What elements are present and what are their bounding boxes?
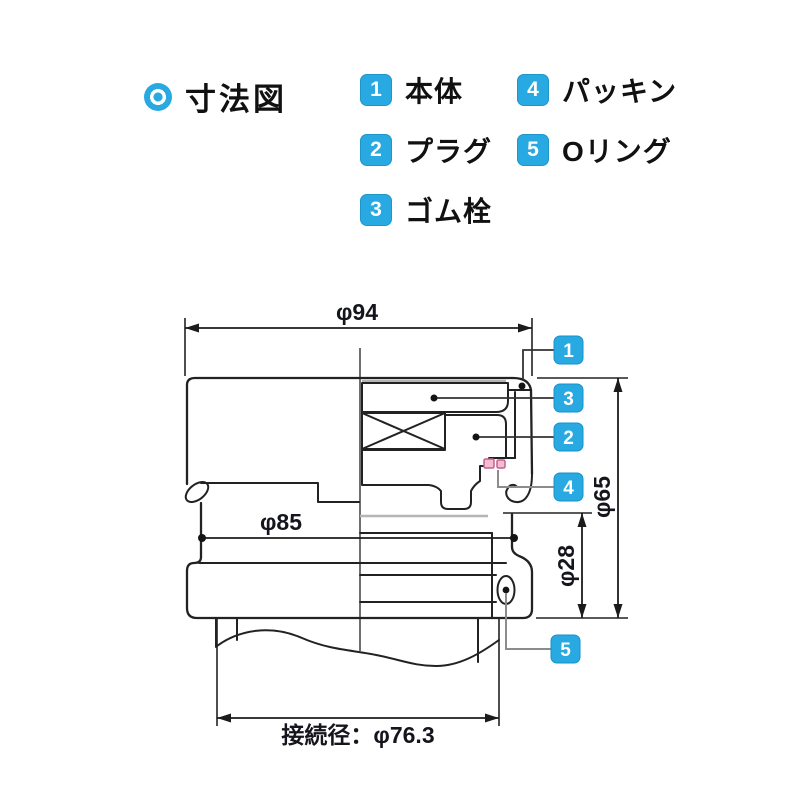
diagram-title-row: 寸法図: [144, 74, 287, 119]
dim-phi85-label: φ85: [260, 509, 302, 535]
bullet-donut-icon: [144, 82, 172, 111]
dimension-connection: 接続径：φ76.3: [216, 618, 500, 748]
callout-3: 3: [430, 383, 584, 413]
callout-2: 2: [472, 422, 584, 452]
legend-item-body: 1 本体: [360, 70, 463, 110]
legend-badge-2: 2: [360, 134, 392, 166]
dimension-phi85: φ85: [198, 509, 518, 542]
dim-phi65-label: φ65: [589, 476, 615, 518]
legend-badge-3: 3: [360, 194, 392, 226]
legend-badge-1: 1: [360, 74, 392, 106]
rubber-stopper-shape: [361, 382, 509, 413]
callout-3-badge: 3: [563, 389, 574, 410]
plug-shape: [361, 414, 507, 510]
legend-label-plug: プラグ: [405, 136, 493, 167]
legend-item-oring: 5 Oリング: [517, 130, 672, 170]
lower-body-outline: [185, 501, 534, 667]
callout-5-badge: 5: [560, 640, 571, 661]
crosshatch-box: [361, 412, 446, 450]
legend-badge-4: 4: [517, 74, 549, 106]
legend-item-plug: 2 プラグ: [360, 130, 492, 170]
legend-badge-5: 5: [517, 134, 549, 166]
dimension-phi65: φ65: [537, 377, 628, 618]
packing-shape: [483, 458, 506, 469]
legend-label-packing: パッキン: [562, 76, 678, 107]
callout-5: 5: [505, 593, 581, 664]
callout-4-badge: 4: [563, 478, 574, 499]
dim-phi94-label: φ94: [336, 299, 378, 325]
callout-1: 1: [518, 335, 584, 390]
legend-label-body: 本体: [405, 76, 464, 107]
dimension-phi94: φ94: [184, 299, 533, 376]
legend-item-rubber-stopper: 3 ゴム栓: [360, 190, 492, 230]
dimension-phi28: φ28: [503, 512, 628, 619]
body-outline: [184, 376, 534, 504]
dim-phi28-label: φ28: [553, 545, 579, 587]
legend-label-oring: Oリング: [562, 136, 672, 167]
page-title: 寸法図: [185, 82, 287, 117]
callout-2-badge: 2: [563, 428, 574, 449]
dim-connection-label: 接続径：φ76.3: [281, 722, 434, 748]
legend-label-rubber-stopper: ゴム栓: [405, 196, 493, 227]
callout-4: 4: [497, 470, 584, 502]
legend-item-packing: 4 パッキン: [517, 70, 677, 110]
break-line: [216, 629, 500, 667]
callout-1-badge: 1: [563, 341, 574, 362]
